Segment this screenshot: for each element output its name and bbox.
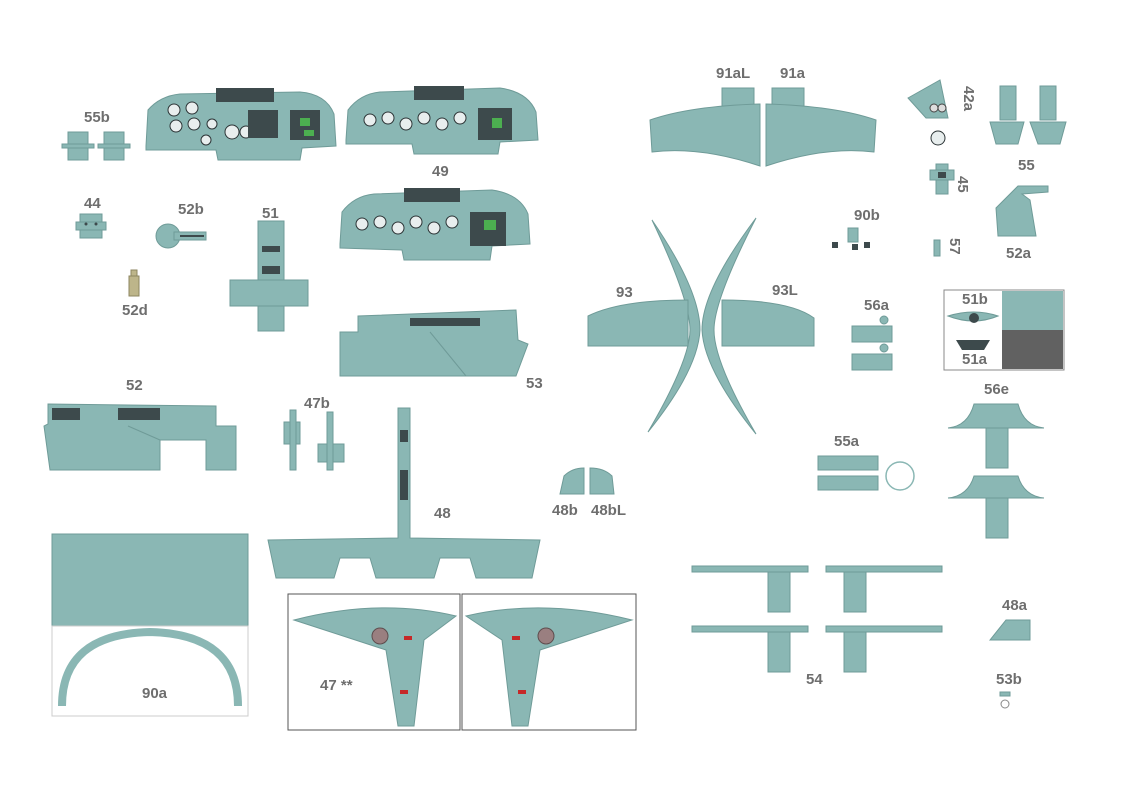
instrument-panel-49 bbox=[345, 86, 539, 155]
label-90a: 90a bbox=[142, 685, 168, 702]
part-52a bbox=[995, 185, 1049, 237]
part-47b bbox=[283, 409, 345, 471]
instrument-panel-1 bbox=[145, 88, 337, 161]
label-56a: 56a bbox=[864, 297, 890, 314]
label-47b: 47b bbox=[304, 395, 330, 412]
part-47 bbox=[287, 593, 637, 731]
label-55b: 55b bbox=[84, 109, 110, 126]
label-51b: 51b bbox=[962, 291, 988, 308]
label-56e: 56e bbox=[984, 381, 1010, 398]
part-90a bbox=[51, 533, 249, 717]
label-93L: 93L bbox=[772, 282, 798, 299]
part-56e bbox=[947, 403, 1045, 539]
label-91a: 91a bbox=[780, 65, 806, 82]
label-48: 48 bbox=[434, 505, 451, 522]
part-42a bbox=[907, 79, 949, 146]
label-52: 52 bbox=[126, 377, 143, 394]
label-47: 47 ** bbox=[320, 677, 353, 694]
label-55a: 55a bbox=[834, 433, 860, 450]
part-55b bbox=[61, 131, 131, 161]
label-49: 49 bbox=[432, 163, 449, 180]
label-48b: 48b bbox=[552, 502, 578, 519]
part-91a bbox=[649, 87, 877, 167]
part-52 bbox=[43, 403, 237, 471]
label-48bL: 48bL bbox=[591, 502, 627, 519]
part-51b-51a bbox=[943, 289, 1065, 371]
part-52d bbox=[128, 269, 140, 297]
part-55a bbox=[817, 455, 915, 491]
part-51 bbox=[229, 220, 309, 332]
label-51a: 51a bbox=[962, 351, 988, 368]
label-53b: 53b bbox=[996, 671, 1022, 688]
label-90b: 90b bbox=[854, 207, 880, 224]
part-53 bbox=[339, 309, 529, 377]
label-55: 55 bbox=[1018, 157, 1035, 174]
part-53b bbox=[999, 691, 1011, 709]
part-48a bbox=[988, 619, 1031, 641]
label-52d: 52d bbox=[122, 302, 148, 319]
label-48a: 48a bbox=[1002, 597, 1028, 614]
label-53: 53 bbox=[526, 375, 543, 392]
label-44: 44 bbox=[84, 195, 101, 212]
part-57 bbox=[933, 239, 941, 257]
part-45 bbox=[929, 163, 955, 195]
instrument-panel-3 bbox=[339, 188, 531, 261]
part-44 bbox=[75, 213, 107, 239]
label-45: 45 bbox=[954, 176, 971, 193]
label-57: 57 bbox=[946, 238, 963, 255]
part-52b bbox=[155, 223, 207, 249]
part-48b bbox=[559, 467, 615, 495]
label-52a: 52a bbox=[1006, 245, 1032, 262]
part-56a bbox=[851, 315, 893, 371]
part-55 bbox=[989, 85, 1067, 145]
label-51: 51 bbox=[262, 205, 279, 222]
part-54 bbox=[691, 565, 943, 673]
part-48 bbox=[267, 407, 541, 579]
part-90b bbox=[832, 227, 870, 250]
label-91aL: 91aL bbox=[716, 65, 751, 82]
label-93: 93 bbox=[616, 284, 633, 301]
label-52b: 52b bbox=[178, 201, 204, 218]
label-42a: 42a bbox=[960, 86, 977, 112]
label-54: 54 bbox=[806, 671, 823, 688]
part-93 bbox=[587, 217, 815, 435]
